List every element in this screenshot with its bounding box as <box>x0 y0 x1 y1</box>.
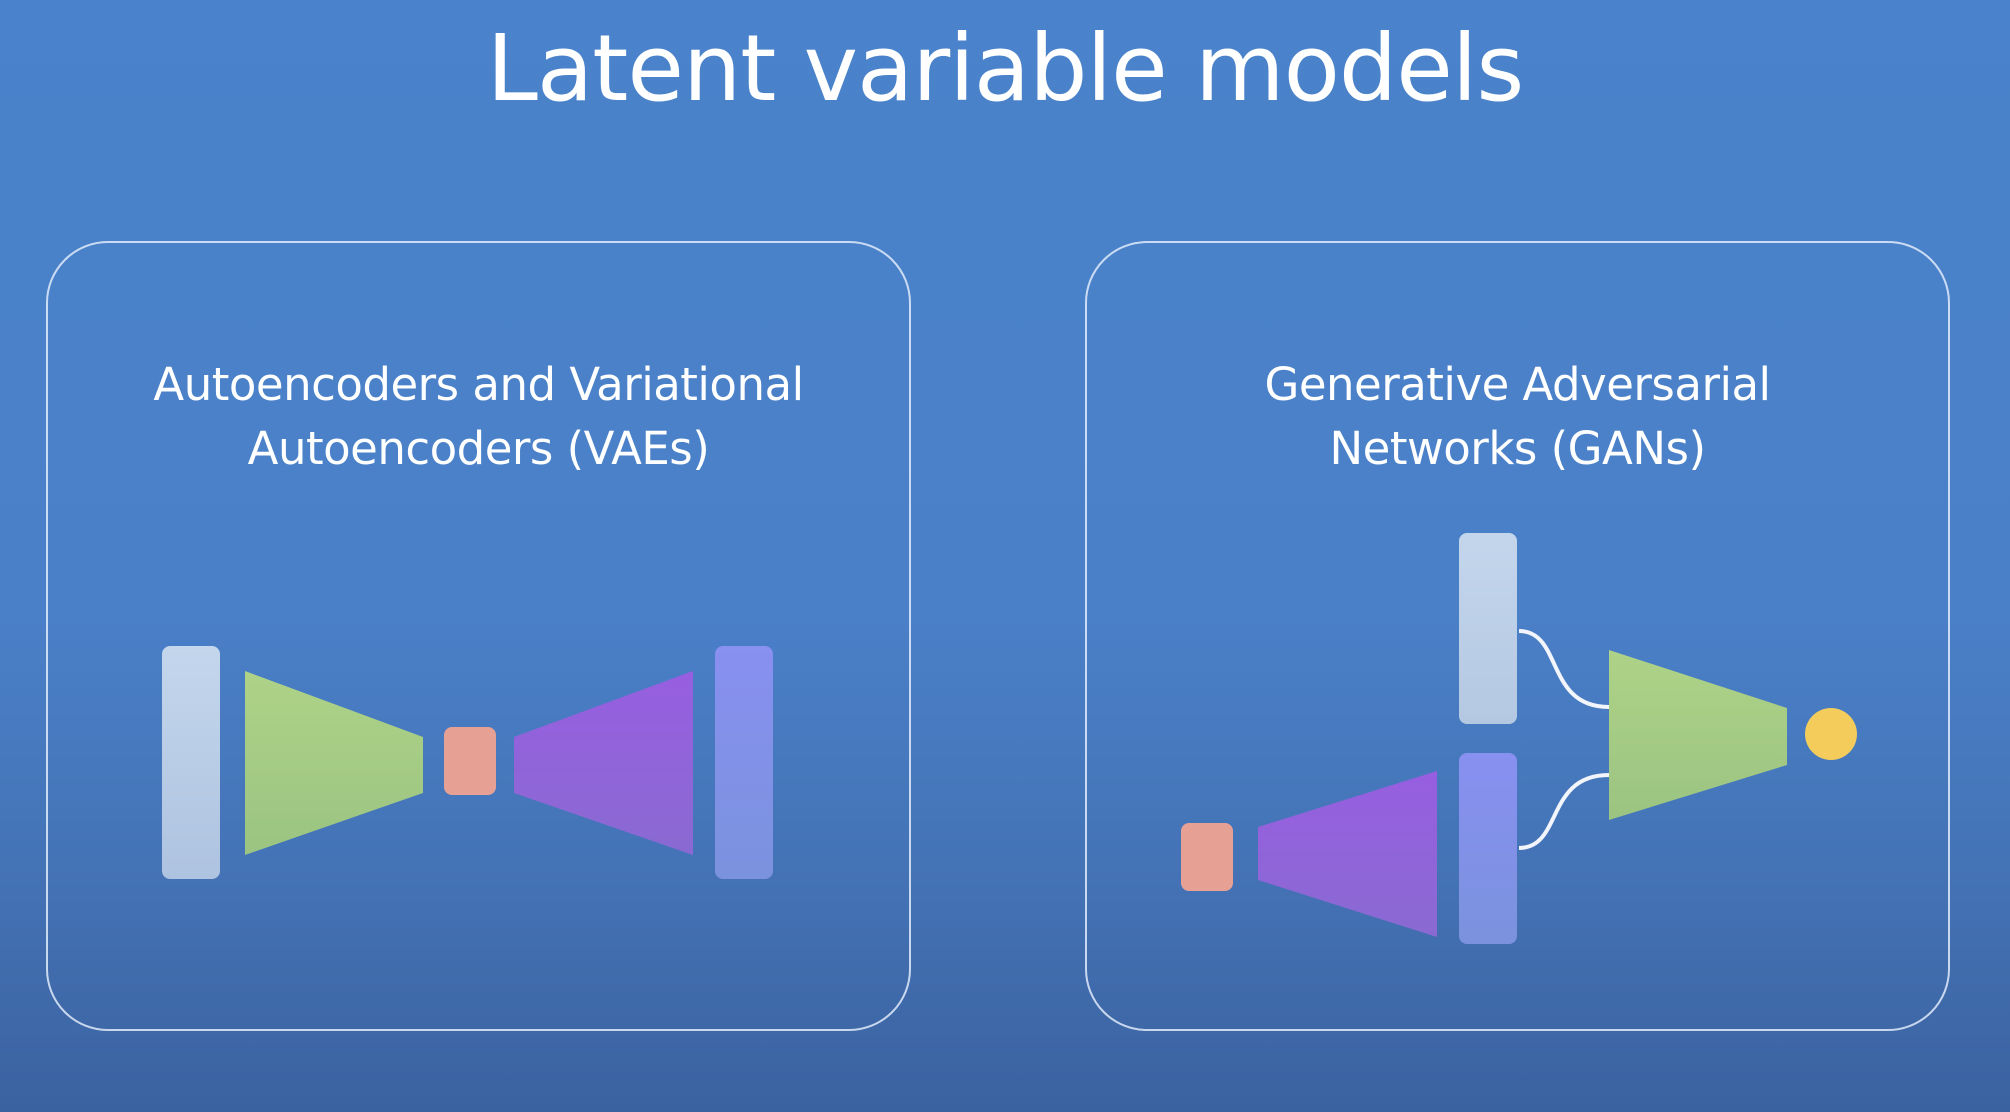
vae-title-line-1: Autoencoders and Variational <box>153 358 804 411</box>
gan-title-line-1: Generative Adversarial <box>1264 358 1771 411</box>
vae-panel-title: Autoencoders and Variational Autoencoder… <box>48 353 909 481</box>
gan-generator-icon <box>1258 771 1437 937</box>
gan-real-connector <box>1518 629 1610 709</box>
gan-output-circle <box>1805 708 1857 760</box>
vae-output-bar <box>715 646 773 879</box>
gan-generated-bar <box>1459 753 1517 944</box>
vae-diagram <box>162 646 773 879</box>
vae-input-bar <box>162 646 220 879</box>
gan-panel-title: Generative Adversarial Networks (GANs) <box>1087 353 1948 481</box>
vae-encoder-icon <box>245 671 423 855</box>
vae-title-line-2: Autoencoders (VAEs) <box>247 422 710 475</box>
gan-real-data-bar <box>1459 533 1517 724</box>
gan-panel: Generative Adversarial Networks (GANs) <box>1085 241 1950 1031</box>
vae-panel: Autoencoders and Variational Autoencoder… <box>46 241 911 1031</box>
vae-latent-icon <box>444 727 496 795</box>
gan-noise-icon <box>1181 823 1233 891</box>
gan-title-line-2: Networks (GANs) <box>1329 422 1706 475</box>
gan-discriminator-icon <box>1609 650 1787 820</box>
gan-fake-connector <box>1518 773 1610 850</box>
slide-title: Latent variable models <box>486 15 1525 122</box>
gan-diagram <box>1181 533 1857 944</box>
vae-decoder-icon <box>514 671 693 855</box>
